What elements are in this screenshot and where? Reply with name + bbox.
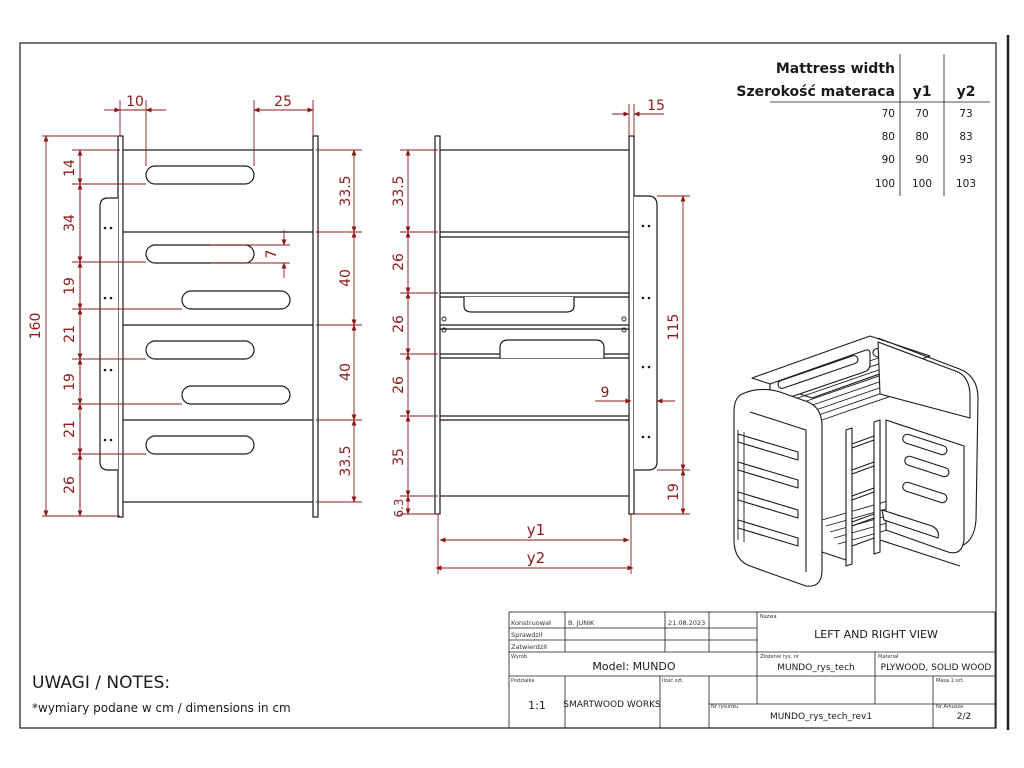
sheet-number: 2/2	[957, 712, 971, 722]
label-material: Materiał	[878, 654, 899, 660]
label-assembly: Złożenie rys. nr	[760, 654, 800, 660]
view-title: LEFT AND RIGHT VIEW	[814, 628, 938, 641]
table-row: 100 100 103	[875, 178, 976, 190]
svg-text:100: 100	[875, 178, 895, 190]
dim-rail-offset: 9	[601, 385, 610, 401]
dim-right-2: 40	[338, 269, 354, 287]
handle-slot	[145, 165, 255, 185]
handle-slot	[181, 385, 291, 405]
dim-left-5: 19	[62, 373, 78, 391]
dim-front-2: 26	[391, 253, 407, 271]
model-name: Model: MUNDO	[592, 660, 675, 673]
svg-text:100: 100	[912, 178, 932, 190]
dim-right-3: 40	[338, 363, 354, 381]
front-view-dimensions: 15 33.5 26 26 26 35 6.3 115 9	[391, 98, 690, 574]
svg-text:73: 73	[959, 108, 972, 120]
dim-handle: 7	[264, 250, 280, 259]
label-drawing-no: Nr rysunku	[711, 704, 738, 710]
svg-text:93: 93	[959, 154, 972, 166]
table-col-y2: y2	[957, 84, 976, 100]
bunk-bed-isometric-view	[733, 335, 979, 587]
dim-front-top: 15	[647, 98, 665, 114]
drawing-frame	[19, 42, 997, 729]
side-view-dimensions: 10 25 14 34 19 21 19 21 26	[28, 94, 362, 517]
notes-title: UWAGI / NOTES:	[32, 673, 170, 693]
dim-bottom-right: 19	[666, 483, 682, 501]
dim-right-4: 33.5	[338, 445, 354, 476]
scale-value: 1:1	[528, 699, 546, 712]
front-view	[434, 135, 658, 515]
svg-text:83: 83	[959, 131, 972, 143]
designer-name: B. JUNIK	[568, 619, 595, 627]
label-sheet-count: Masa 1 szt.	[936, 678, 965, 684]
company-name: SMARTWOOD WORKS	[563, 700, 661, 710]
handle-slot	[181, 290, 291, 310]
table-header-pl: Szerokość materaca	[736, 84, 895, 100]
svg-text:90: 90	[915, 154, 928, 166]
label-scale: Podziałka	[511, 678, 534, 684]
material: PLYWOOD, SOLID WOOD	[881, 663, 992, 673]
handle-slot	[145, 435, 255, 455]
dim-front-3: 26	[391, 315, 407, 333]
dim-top-left: 10	[126, 94, 144, 110]
dim-left-4: 21	[62, 325, 78, 343]
dim-front-6: 6.3	[392, 498, 406, 517]
dim-top-right: 25	[274, 94, 292, 110]
dim-total-height: 160	[28, 313, 44, 340]
mattress-size-table: Mattress width Szerokość materaca y1 y2 …	[736, 54, 990, 196]
dim-front-4: 26	[391, 376, 407, 394]
svg-text:70: 70	[882, 108, 895, 120]
handle-slot	[145, 340, 255, 360]
label-count: Ilość szt.	[662, 677, 684, 684]
dim-left-7: 26	[62, 476, 78, 494]
label-approved: Zatwierdził	[511, 643, 547, 651]
table-row: 70 70 73	[882, 108, 973, 120]
dim-front-5: 35	[391, 448, 407, 466]
svg-text:80: 80	[915, 131, 928, 143]
drawing-date: 21.08.2023	[668, 619, 705, 627]
notes-text: *wymiary podane w cm / dimensions in cm	[32, 701, 291, 715]
handle-slot	[145, 244, 255, 264]
svg-text:80: 80	[882, 131, 895, 143]
label-product: Wyrób	[511, 653, 527, 660]
dim-left-1: 14	[62, 159, 78, 177]
svg-text:90: 90	[882, 154, 895, 166]
table-header-en: Mattress width	[776, 61, 895, 77]
dim-left-3: 19	[62, 277, 78, 295]
svg-text:103: 103	[956, 178, 976, 190]
dim-rail-height: 115	[666, 314, 682, 341]
table-row: 90 90 93	[882, 154, 973, 166]
table-col-y1: y1	[913, 84, 932, 100]
assembly-ref: MUNDO_rys_tech	[777, 663, 855, 673]
label-checked: Sprawdził	[511, 631, 543, 639]
table-row: 80 80 83	[882, 131, 973, 143]
svg-text:70: 70	[915, 108, 928, 120]
dim-left-2: 34	[62, 214, 78, 232]
dim-y1: y1	[527, 521, 545, 539]
dim-left-6: 21	[62, 420, 78, 438]
dim-y2: y2	[527, 549, 545, 567]
dim-front-1: 33.5	[391, 175, 407, 206]
label-sheet: Nr Arkusza	[936, 704, 963, 710]
label-designed: Konstruował	[511, 619, 551, 627]
title-block: Konstruował B. JUNIK 21.08.2023 Sprawdzi…	[508, 611, 996, 729]
label-name: Nazwa	[760, 614, 777, 620]
drawing-number: MUNDO_rys_tech_rev1	[770, 712, 872, 722]
dim-right-1: 33.5	[338, 175, 354, 206]
side-view	[99, 135, 319, 518]
